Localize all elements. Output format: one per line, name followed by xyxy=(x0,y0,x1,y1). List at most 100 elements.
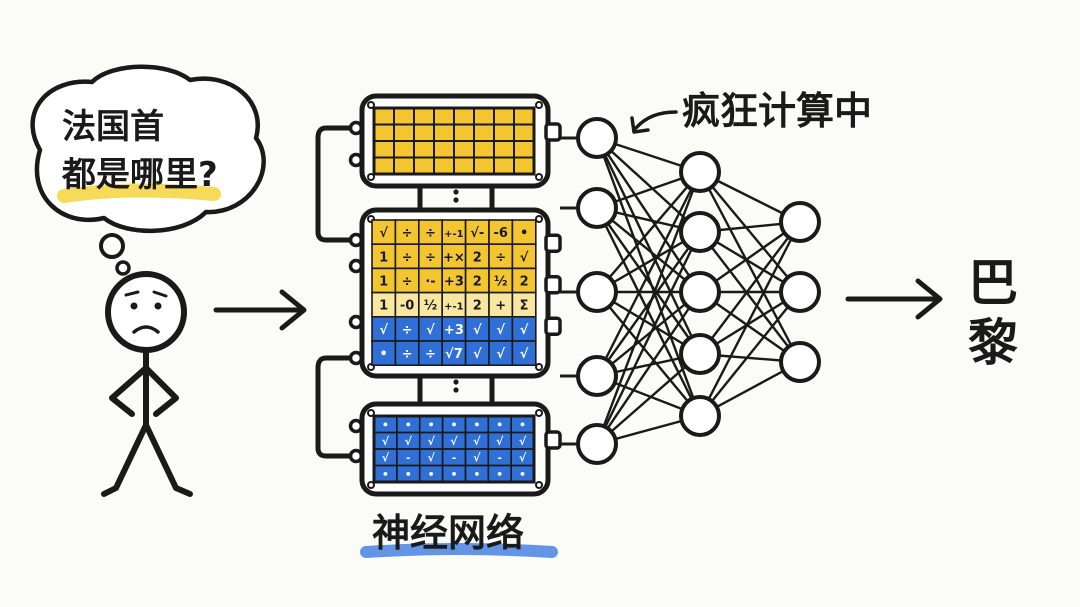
network-edge xyxy=(699,221,801,355)
grid-cell-text: √ xyxy=(519,435,527,448)
grid-cell-text: √ xyxy=(427,452,435,465)
calc-cell-text: • xyxy=(520,226,528,241)
figure-leg-right xyxy=(143,422,193,497)
network-edge xyxy=(596,291,701,377)
calc-cell-text: ÷ xyxy=(402,226,413,241)
grid-cell-text: • xyxy=(405,468,412,481)
calc-cell-text: + xyxy=(495,299,506,314)
stick-figure xyxy=(101,271,193,497)
network-edge xyxy=(596,353,701,445)
network-node xyxy=(576,187,618,229)
network-edge xyxy=(596,207,701,293)
screw xyxy=(535,363,543,371)
grid-cell-text: - xyxy=(406,452,411,465)
side-port xyxy=(544,274,562,295)
panel-top xyxy=(359,93,562,189)
network-edge xyxy=(698,171,802,363)
network-node xyxy=(779,271,821,313)
calc-cell-text: 2 xyxy=(473,275,482,290)
figure-arm-left xyxy=(109,365,149,417)
network-edge xyxy=(596,207,701,355)
network-edge xyxy=(596,231,701,377)
grid-cell-text: • xyxy=(473,419,480,432)
calc-cell-text: √ xyxy=(496,323,505,338)
network-edge xyxy=(595,207,702,417)
grid-cell-text: • xyxy=(428,468,435,481)
calc-cell-text: ÷ xyxy=(402,347,413,362)
calc-cell-text: ÷ xyxy=(425,347,436,362)
calc-cell-text: √ xyxy=(426,323,435,338)
grid-cell-text: • xyxy=(428,419,435,432)
calc-cell-text: Σ xyxy=(520,299,529,314)
network-edge xyxy=(596,291,701,417)
calc-cell-text: ÷ xyxy=(495,250,506,265)
connector-dot xyxy=(453,197,459,203)
calc-cell-text: -0 xyxy=(400,299,414,314)
grid-cell-text: √ xyxy=(382,435,390,448)
screw xyxy=(535,215,543,223)
calc-cell-text: √ xyxy=(473,347,482,362)
bubble-text-line1: 法国首 xyxy=(62,107,164,147)
network-edge xyxy=(595,231,702,445)
grid-cell-text: • xyxy=(382,468,389,481)
network-edge xyxy=(699,231,801,363)
calc-cell-text: -6 xyxy=(493,226,507,241)
calc-cell-text: 1 xyxy=(379,299,388,314)
calc-cell-text: 1 xyxy=(379,250,388,265)
grid-cell-text: • xyxy=(473,468,480,481)
figure-eye-right xyxy=(154,302,162,310)
calc-cell-text: √ xyxy=(520,323,529,338)
network-edge xyxy=(595,171,702,445)
side-port xyxy=(544,316,562,336)
network-label-highlight xyxy=(360,543,558,558)
calc-cell xyxy=(511,340,537,367)
panel-bottom: •••••••√√√√√√√√-√-√-√••••••• xyxy=(359,401,562,497)
figure-head xyxy=(105,271,187,353)
calc-cell-text: 2 xyxy=(473,299,482,314)
calc-cell-text: 1 xyxy=(379,275,388,290)
screw xyxy=(535,409,543,417)
figure-eye-left xyxy=(130,302,138,310)
grid-cell-text: √ xyxy=(427,435,435,448)
calc-cell-text: +-1 xyxy=(444,229,464,240)
bubble-text-line2: 都是哪里? xyxy=(62,155,218,195)
calc-cell-text: √ xyxy=(520,347,529,362)
calc-cell-text: 2 xyxy=(520,275,529,290)
connector-dot xyxy=(453,387,459,393)
calc-cell-text: √ xyxy=(379,323,388,338)
network-edge xyxy=(595,171,702,377)
screw xyxy=(535,173,543,181)
calc-cell-text: ÷ xyxy=(402,275,413,290)
grid-cell-text: - xyxy=(497,452,502,465)
network-node xyxy=(679,395,721,437)
network-edge xyxy=(699,291,801,417)
connector-dot xyxy=(453,189,459,195)
calc-cell-text: ·- xyxy=(425,275,435,290)
calc-cell-text: √ xyxy=(473,323,482,338)
calc-cell-text: √7 xyxy=(445,347,463,362)
grid-cell-text: √ xyxy=(519,452,527,465)
calc-cell-text: ÷ xyxy=(425,250,436,265)
answer-char1: 巴 xyxy=(968,254,1018,312)
grid-cell-text: • xyxy=(450,419,457,432)
bubble-highlight xyxy=(57,183,221,203)
side-port xyxy=(544,233,562,253)
figure-frown xyxy=(132,325,160,334)
calc-cell-text: √- xyxy=(470,226,484,241)
calc-cell-text: 2 xyxy=(473,250,482,265)
network-node xyxy=(576,423,618,465)
answer-char2: 黎 xyxy=(968,314,1018,372)
calc-cell-text: ½ xyxy=(424,299,437,314)
neural-network-graph xyxy=(560,117,821,465)
grid-cell-text: √ xyxy=(450,435,458,448)
calc-cell-text: ÷ xyxy=(402,323,413,338)
grid-cell-text: √ xyxy=(473,452,481,465)
calc-cell-text: +-1 xyxy=(444,302,464,313)
side-port xyxy=(544,430,562,450)
thought-bubble xyxy=(30,64,266,276)
calc-cell-text: √ xyxy=(520,250,529,265)
screw xyxy=(535,101,543,109)
grid-cell-text: • xyxy=(496,468,503,481)
